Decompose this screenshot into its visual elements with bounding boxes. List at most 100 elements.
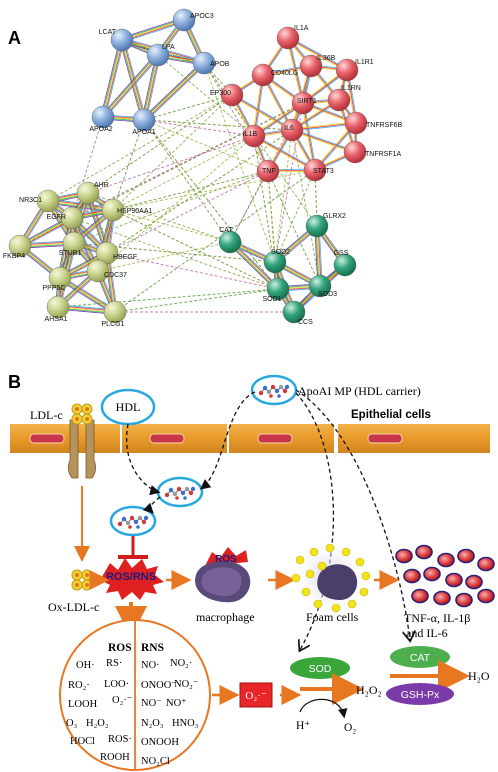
node-apob: APOB [192, 51, 230, 75]
dashed-edge [73, 242, 276, 263]
dashed-edge [47, 94, 233, 202]
epithelial-membrane [10, 424, 490, 453]
ros-species: LOOH [68, 699, 98, 710]
solid-edge [254, 134, 316, 170]
node-ppp5c: PPP5C [43, 266, 72, 292]
node-apoa2: APOA2 [89, 105, 115, 133]
rns-species: ONOOH [141, 737, 179, 748]
ox-ldl-particle-icon [71, 569, 93, 591]
solid-edge [288, 36, 348, 70]
solid-edge [228, 243, 277, 291]
ros-rns-label: ROS/RNS [106, 571, 156, 583]
dashed-edge [274, 129, 293, 263]
apoa1-mp-intracellular-icon [156, 476, 204, 508]
rns-species: NO₂Cl [141, 756, 170, 767]
dashed-edge [87, 94, 233, 194]
node-sod1: SOD1 [262, 277, 290, 303]
dashed-edge [106, 252, 279, 290]
apoa1-mp-label: ApoAI MP (HDL carrier) [298, 384, 421, 398]
dashed-edge [71, 102, 304, 219]
solid-edge [102, 39, 123, 118]
dashed-edge [274, 169, 316, 263]
node-label: IL1A [294, 25, 309, 32]
node-il36b: IL36B [299, 54, 336, 78]
dashed-edge [87, 135, 255, 194]
dashed-edge [112, 170, 269, 211]
solid-edge [253, 136, 315, 172]
rns-species: NO· [141, 660, 160, 671]
dashed-edge [267, 170, 321, 287]
node-label: LCAT [99, 29, 117, 36]
apoa-to-cat-dashed-arrow [295, 389, 410, 640]
lipid-droplet [305, 569, 315, 579]
solid-edge [145, 55, 161, 121]
solid-edge [287, 38, 347, 72]
node-lpa: LPA [146, 43, 175, 67]
ros-species: O₃ [66, 718, 78, 729]
solid-edge [142, 61, 203, 119]
dashed-edge [112, 209, 279, 290]
node-cd40lg: CD40LG [251, 63, 298, 87]
apoa1-mp-scavenger-icon [109, 505, 157, 537]
node-glrx2: GLRX2 [305, 213, 346, 238]
node-stat3: STAT3 [303, 158, 334, 182]
solid-edge [141, 54, 157, 120]
dashed-edge [291, 129, 321, 287]
solid-edge [103, 40, 124, 118]
node-il1r1: IL1R1 [335, 58, 374, 82]
rns-species: NO⁻ [141, 698, 162, 709]
node-label: TNFRSF6B [366, 122, 403, 129]
node-label: LPA [162, 44, 175, 51]
dashed-edge [203, 62, 269, 172]
cytokine-cell [465, 574, 483, 590]
dashed-edge [97, 135, 255, 272]
apoa-uptake-dashed-arrow [199, 391, 256, 490]
cytokine-cell [437, 552, 455, 568]
node-sirt1: SIRT1 [291, 91, 317, 115]
foam-cell-icon [290, 538, 371, 618]
cytokine-cell [433, 590, 451, 606]
dashed-edge [112, 94, 233, 211]
node-il1b: IL1B [243, 124, 266, 148]
node-lcat: LCAT [99, 28, 134, 52]
node-fkbp4: FKBP4 [3, 234, 32, 260]
node-cdc37: CDC37 [86, 259, 127, 283]
node-label: CDC37 [104, 272, 127, 279]
lipid-droplet [317, 561, 327, 571]
lipid-droplets [291, 543, 371, 613]
ldl-receptor-channel [68, 419, 96, 479]
inhibition-bar [118, 536, 148, 559]
solid-edge [103, 55, 160, 118]
cat-enzyme [390, 646, 450, 668]
solid-edge [302, 102, 316, 171]
dashed-edge [143, 119, 269, 172]
ros-species: RO₂· [68, 680, 90, 691]
solid-edge [122, 39, 146, 120]
lipid-droplet [325, 543, 335, 553]
sod-byproduct-curve-arrow [299, 698, 348, 719]
cytokine-cell [395, 548, 413, 564]
dashed-edge [97, 241, 231, 272]
dashed-edge [114, 169, 316, 313]
cytokine-cell [457, 548, 475, 564]
node-label: SIRT1 [297, 98, 317, 105]
solid-edge [145, 64, 206, 122]
lipid-droplet [309, 547, 319, 557]
solid-edge [120, 40, 144, 121]
solid-edge [232, 93, 293, 130]
ros-species: OH· [76, 660, 95, 671]
ros-species: LOO· [104, 679, 129, 690]
solid-edge [119, 40, 143, 121]
node-label: IL6 [284, 125, 294, 132]
solid-edge [104, 40, 125, 118]
solid-edge [231, 94, 293, 131]
gsh-px-label: GSH-Px [401, 689, 440, 701]
ros-species: O₂·⁻ [112, 695, 133, 706]
node-il6: IL6 [280, 118, 304, 142]
node-hsp90aa1: HSP90AA1 [101, 198, 153, 222]
node-plcg1: PLCG1 [102, 300, 127, 328]
dashed-edge [71, 217, 279, 290]
node-label: IL1RN [341, 85, 361, 92]
rns-species: HNO₃ [172, 718, 199, 729]
